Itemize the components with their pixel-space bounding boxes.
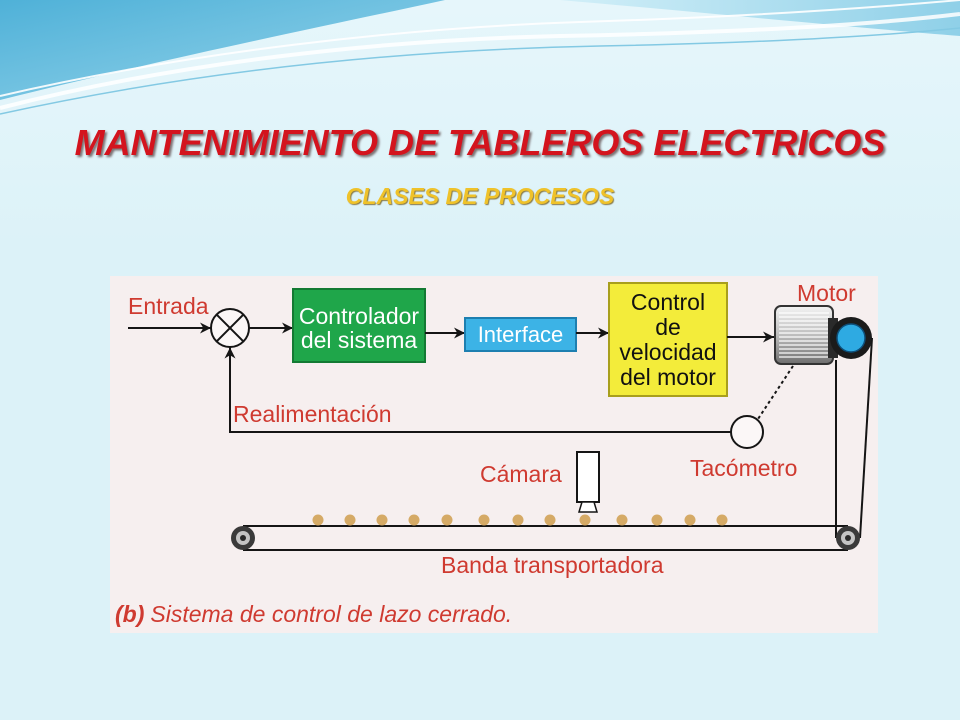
interface-box	[464, 317, 577, 352]
conveyor-item	[512, 514, 524, 526]
feedback-path	[224, 347, 731, 433]
conveyor-item	[376, 514, 388, 526]
conveyor-item	[312, 514, 324, 526]
slide-subtitle: CLASES DE PROCESOS	[345, 183, 615, 209]
wave-band-left	[0, 0, 445, 100]
conveyor-label: Banda transportadora	[441, 552, 664, 578]
input-label: Entrada	[128, 293, 209, 319]
wave-line-white-thin	[0, 0, 960, 97]
speed-control-label-line: del motor	[620, 364, 716, 390]
conveyor-item	[684, 514, 696, 526]
summing-junction	[210, 308, 250, 348]
feedback-label: Realimentación	[233, 401, 392, 427]
wave-band-right	[560, 0, 960, 36]
controller-label-line: Controlador	[299, 303, 420, 329]
conveyor-item	[344, 514, 356, 526]
tachometer	[730, 415, 764, 449]
conveyor-item	[716, 514, 728, 526]
pulley-axle	[240, 535, 246, 541]
controller-box	[292, 288, 426, 363]
controller-block: Controlador del sistema	[292, 288, 426, 363]
motor-to-tachometer-link	[757, 365, 794, 420]
interface-block: Interface	[464, 317, 577, 352]
conveyor-pulley-right	[836, 526, 860, 550]
speed-control-box	[608, 282, 728, 397]
conveyor-item	[616, 514, 628, 526]
header-wave-decoration	[0, 0, 960, 115]
closed-loop-control-diagram: Entrada Controlador del sistema Interfac…	[110, 276, 878, 633]
pulley-axle	[845, 535, 851, 541]
conveyor-item	[478, 514, 490, 526]
wave-line-blue	[0, 27, 960, 115]
speed-control-block: Control de velocidad del motor	[608, 282, 728, 397]
conveyor-items	[312, 514, 728, 526]
tachometer-label: Tacómetro	[690, 455, 797, 481]
controller-label-line: del sistema	[301, 327, 418, 353]
conveyor-belt	[231, 514, 860, 551]
caption-text: Sistema de control de lazo cerrado.	[150, 601, 512, 627]
speed-control-label-line: Control	[631, 289, 705, 315]
conveyor-pulley-left	[231, 526, 255, 550]
motor-body-stripes	[779, 310, 829, 360]
conveyor-item	[651, 514, 663, 526]
conveyor-item	[408, 514, 420, 526]
camera-body	[576, 451, 600, 503]
wave-line-white-thick	[0, 12, 960, 110]
slide-title: MANTENIMIENTO DE TABLEROS ELECTRICOS	[74, 122, 886, 163]
interface-label: Interface	[478, 322, 564, 347]
motor-pulley-hub	[836, 323, 866, 353]
drive-belt-right	[859, 337, 873, 539]
camera	[576, 451, 600, 513]
camera-label: Cámara	[480, 461, 562, 487]
motor	[774, 305, 872, 365]
figure-caption: (b)Sistema de control de lazo cerrado.	[115, 601, 512, 627]
camera-lens	[577, 501, 599, 513]
motor-label: Motor	[797, 280, 856, 306]
caption-tag: (b)	[115, 601, 144, 627]
conveyor-item	[544, 514, 556, 526]
speed-control-label-line: de	[655, 314, 681, 340]
speed-control-label-line: velocidad	[619, 339, 716, 365]
conveyor-item	[441, 514, 453, 526]
conveyor-item	[579, 514, 591, 526]
summing-junction-cross	[215, 313, 245, 343]
